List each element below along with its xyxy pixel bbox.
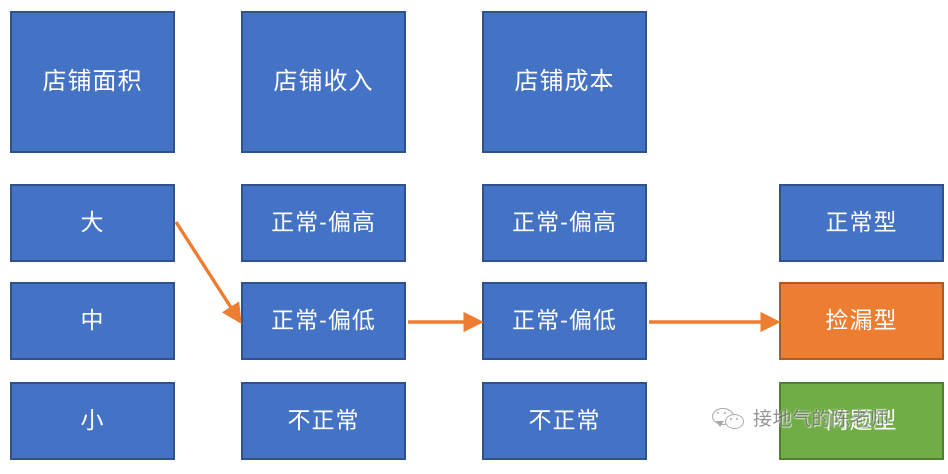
wechat-icon <box>712 406 746 430</box>
node-verdict-bargain: 捡漏型 <box>779 282 944 360</box>
node-store-area-header: 店铺面积 <box>10 11 175 153</box>
node-store-revenue-header: 店铺收入 <box>241 11 406 153</box>
node-cost-normal-high: 正常-偏高 <box>482 184 647 262</box>
node-revenue-normal-high: 正常-偏高 <box>241 184 406 262</box>
node-verdict-normal: 正常型 <box>779 184 944 262</box>
node-revenue-abnormal: 不正常 <box>241 382 406 460</box>
node-area-large: 大 <box>10 184 175 262</box>
arrow-area-large-to-revenue-low <box>174 221 242 325</box>
node-store-cost-header: 店铺成本 <box>482 11 647 153</box>
node-verdict-problem: 问题型 <box>779 382 944 460</box>
node-cost-normal-low: 正常-偏低 <box>482 282 647 360</box>
node-area-medium: 中 <box>10 282 175 360</box>
node-cost-abnormal: 不正常 <box>482 382 647 460</box>
node-revenue-normal-low: 正常-偏低 <box>241 282 406 360</box>
node-area-small: 小 <box>10 382 175 460</box>
